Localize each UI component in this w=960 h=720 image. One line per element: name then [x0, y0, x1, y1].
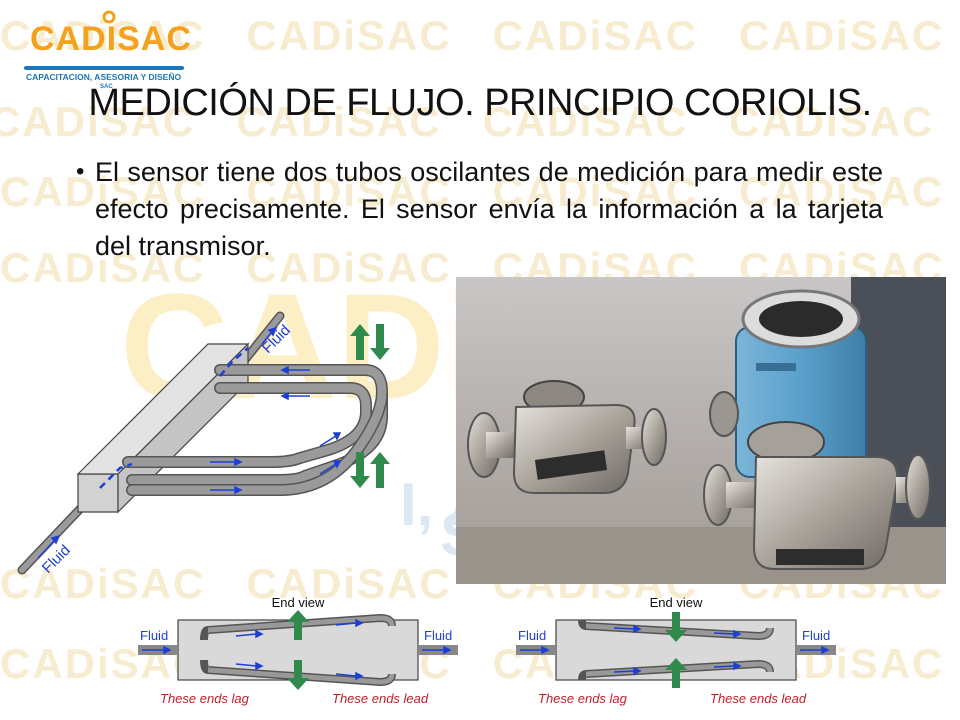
- fluid-label-left: Fluid: [140, 628, 168, 643]
- fluid-label-left: Fluid: [518, 628, 546, 643]
- end-view-title: End view: [650, 595, 703, 610]
- fluid-label-right: Fluid: [802, 628, 830, 643]
- fluid-label-top: Fluid: [259, 322, 294, 357]
- watermark-text: CADiSAC CADiSAC CADiSAC CADiSAC CADiSAC: [0, 12, 960, 59]
- end-view-diagram-2: End view Fluid Fluid These ends lag Thes…: [516, 595, 836, 706]
- lead-label: These ends lead: [710, 691, 807, 706]
- bullet-dot: •: [76, 158, 85, 185]
- logo-suffix: SAC: [100, 84, 113, 90]
- coriolis-sensor-photo: [456, 277, 946, 584]
- oscillation-arrows-bottom: [350, 452, 390, 488]
- logo-swirl-icon: [102, 10, 116, 24]
- end-view-title: End view: [272, 595, 325, 610]
- company-logo: CADISAC CAPACITACION, ASESORIA Y DISEÑO …: [22, 10, 192, 94]
- oscillation-arrows-top: [350, 324, 390, 360]
- watermark-text: CADiSAC CADiSAC CADiSAC CADiSAC CADiSAC: [0, 168, 960, 215]
- lead-label: These ends lead: [332, 691, 429, 706]
- logo-name: CADISAC: [30, 20, 192, 58]
- end-view-diagram-1: End view Fluid Fluid These ends lag Thes…: [138, 595, 458, 706]
- slide-title: MEDICIÓN DE FLUJO. PRINCIPIO CORIOLIS.: [88, 82, 872, 124]
- watermark-text: CADiSAC CADiSAC CADiSAC CADiSAC CADiSAC: [0, 98, 960, 145]
- lag-label: These ends lag: [160, 691, 250, 706]
- logo-tagline: CAPACITACION, ASESORIA Y DISEÑO: [26, 72, 182, 82]
- bullet-text: El sensor tiene dos tubos oscilantes de …: [95, 157, 883, 261]
- coriolis-tube-diagram: Fluid Fluid: [17, 311, 390, 577]
- fluid-label-right: Fluid: [424, 628, 452, 643]
- logo-bar: [24, 66, 184, 70]
- lag-label: These ends lag: [538, 691, 628, 706]
